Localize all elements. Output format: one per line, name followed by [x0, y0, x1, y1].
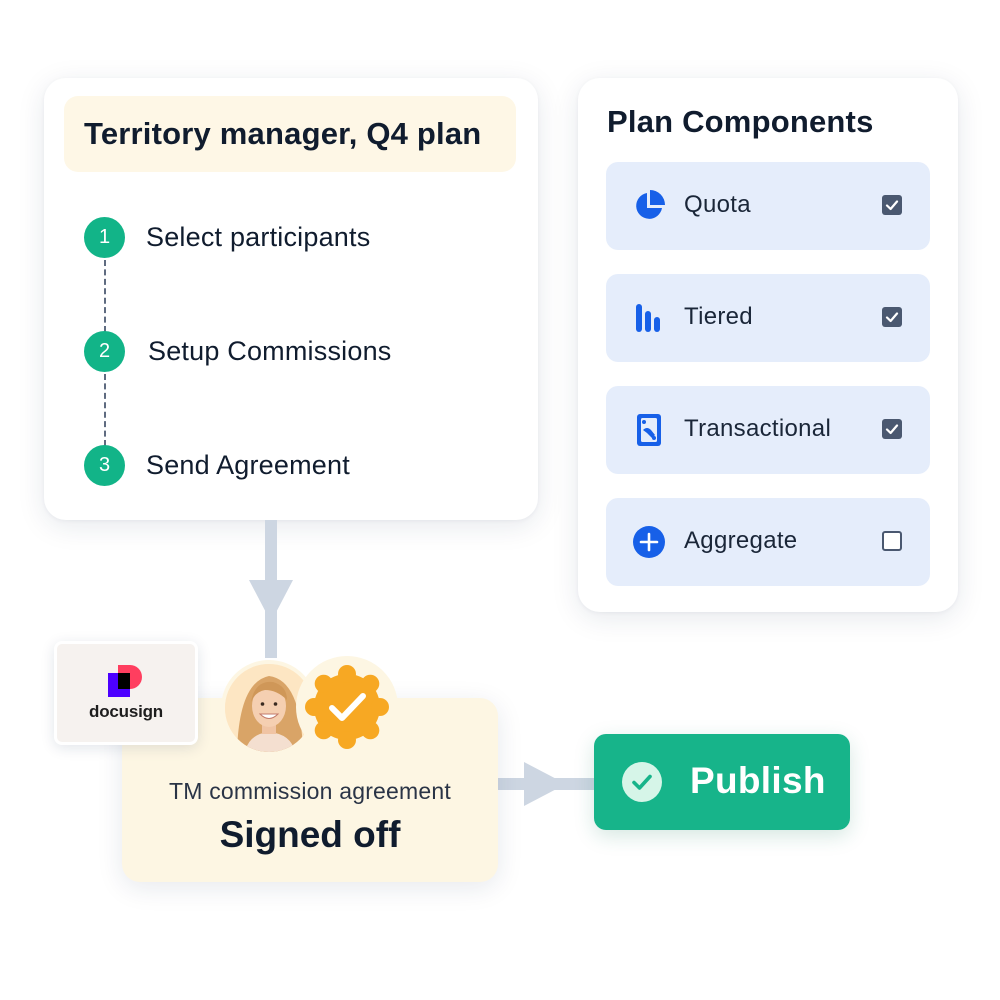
- check-icon: [885, 424, 899, 435]
- transactional-checkbox[interactable]: [882, 419, 902, 439]
- verified-badge-icon: [305, 665, 389, 749]
- check-icon: [885, 200, 899, 211]
- quota-checkbox[interactable]: [882, 195, 902, 215]
- step-number-badge: 3: [84, 445, 125, 486]
- plan-card: Territory manager, Q4 plan 1 Select part…: [44, 78, 538, 520]
- plus-circle-icon: [633, 526, 665, 558]
- step-select-participants[interactable]: 1 Select participants: [84, 217, 370, 258]
- check-icon: [885, 312, 899, 323]
- bar-chart-icon: [636, 304, 660, 332]
- docusign-badge: docusign: [54, 641, 198, 745]
- agreement-subtitle: TM commission agreement: [169, 778, 451, 804]
- down-arrow-icon: [249, 580, 293, 622]
- component-transactional[interactable]: Transactional: [606, 386, 930, 474]
- step-connector: [104, 260, 106, 332]
- component-label: Transactional: [684, 415, 832, 442]
- step-label: Send Agreement: [146, 450, 350, 480]
- tiered-checkbox[interactable]: [882, 307, 902, 327]
- step-label: Setup Commissions: [148, 336, 392, 366]
- component-aggregate[interactable]: Aggregate: [606, 498, 930, 586]
- verified-badge: [296, 656, 398, 758]
- step-send-agreement[interactable]: 3 Send Agreement: [84, 445, 350, 486]
- docusign-logo-icon: [108, 665, 142, 697]
- publish-label: Publish: [690, 760, 826, 801]
- step-setup-commissions[interactable]: 2 Setup Commissions: [84, 331, 392, 372]
- right-arrow-icon: [524, 762, 566, 806]
- pie-chart-icon: [636, 190, 665, 219]
- avatar-portrait: [225, 664, 313, 752]
- components-title: Plan Components: [607, 104, 874, 139]
- step-connector: [104, 374, 106, 446]
- publish-button[interactable]: Publish: [594, 734, 850, 830]
- docusign-wordmark: docusign: [89, 702, 163, 721]
- aggregate-checkbox[interactable]: [882, 531, 902, 551]
- step-label: Select participants: [146, 222, 371, 252]
- component-label: Tiered: [684, 303, 753, 330]
- step-number-badge: 2: [84, 331, 125, 372]
- plan-components-card: Plan Components Quota Tiered: [578, 78, 958, 612]
- agreement-status: Signed off: [219, 814, 401, 855]
- step-number-badge: 1: [84, 217, 125, 258]
- component-label: Quota: [684, 191, 751, 218]
- check-circle-icon: [622, 762, 662, 802]
- money-hand-icon: [637, 414, 661, 446]
- component-tiered[interactable]: Tiered: [606, 274, 930, 362]
- plan-title: Territory manager, Q4 plan: [64, 96, 516, 172]
- component-label: Aggregate: [684, 527, 798, 554]
- component-quota[interactable]: Quota: [606, 162, 930, 250]
